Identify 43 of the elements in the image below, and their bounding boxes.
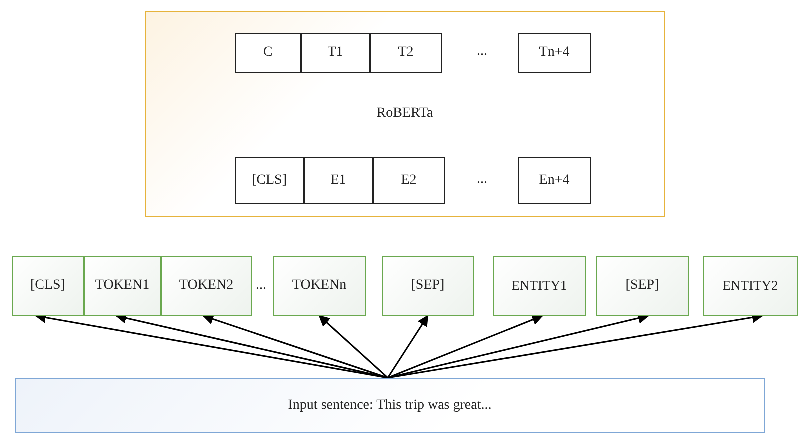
token-box xyxy=(703,256,798,316)
box-label: Tn+4 xyxy=(539,45,570,61)
box-label: T1 xyxy=(328,45,344,61)
input-box xyxy=(15,378,765,433)
model-box xyxy=(145,11,665,217)
arrow xyxy=(318,315,389,379)
box-label: ENTITY2 xyxy=(722,278,778,294)
token-box xyxy=(382,256,474,316)
embedding-box xyxy=(301,33,370,73)
token-box xyxy=(273,256,366,316)
token-box xyxy=(12,256,84,316)
embedding-box xyxy=(235,33,301,73)
box-label: T2 xyxy=(398,45,414,61)
embedding-box xyxy=(518,157,591,204)
embedding-box xyxy=(235,157,304,204)
embedding-box xyxy=(518,33,591,73)
token-box xyxy=(161,256,252,316)
ellipsis-text: ... xyxy=(477,44,488,60)
box-label: TOKENn xyxy=(292,278,347,294)
box-label: [SEP] xyxy=(626,278,660,294)
box-label: ENTITY1 xyxy=(512,278,568,294)
box-label: TOKEN1 xyxy=(95,278,150,294)
box-label: [CLS] xyxy=(252,172,287,188)
ellipsis-text: ... xyxy=(256,278,266,294)
box-label: TOKEN2 xyxy=(179,278,234,294)
embedding-box xyxy=(370,33,442,73)
box-label: E1 xyxy=(330,172,346,188)
box-label: [SEP] xyxy=(411,278,445,294)
box-label: [CLS] xyxy=(30,278,66,294)
ellipsis-text: ... xyxy=(477,172,488,188)
embedding-box xyxy=(304,157,373,204)
arrow xyxy=(388,314,544,379)
token-box xyxy=(84,256,161,316)
arrow xyxy=(202,314,388,379)
token-box xyxy=(596,256,689,316)
embedding-box xyxy=(373,157,445,204)
model-name: RoBERTa xyxy=(376,106,434,122)
box-label: En+4 xyxy=(539,172,570,188)
box-label: Input sentence: This trip was great... xyxy=(288,398,492,414)
box-label: E2 xyxy=(401,172,417,188)
box-label: C xyxy=(263,45,273,61)
token-box xyxy=(493,256,586,316)
arrow xyxy=(387,315,429,378)
